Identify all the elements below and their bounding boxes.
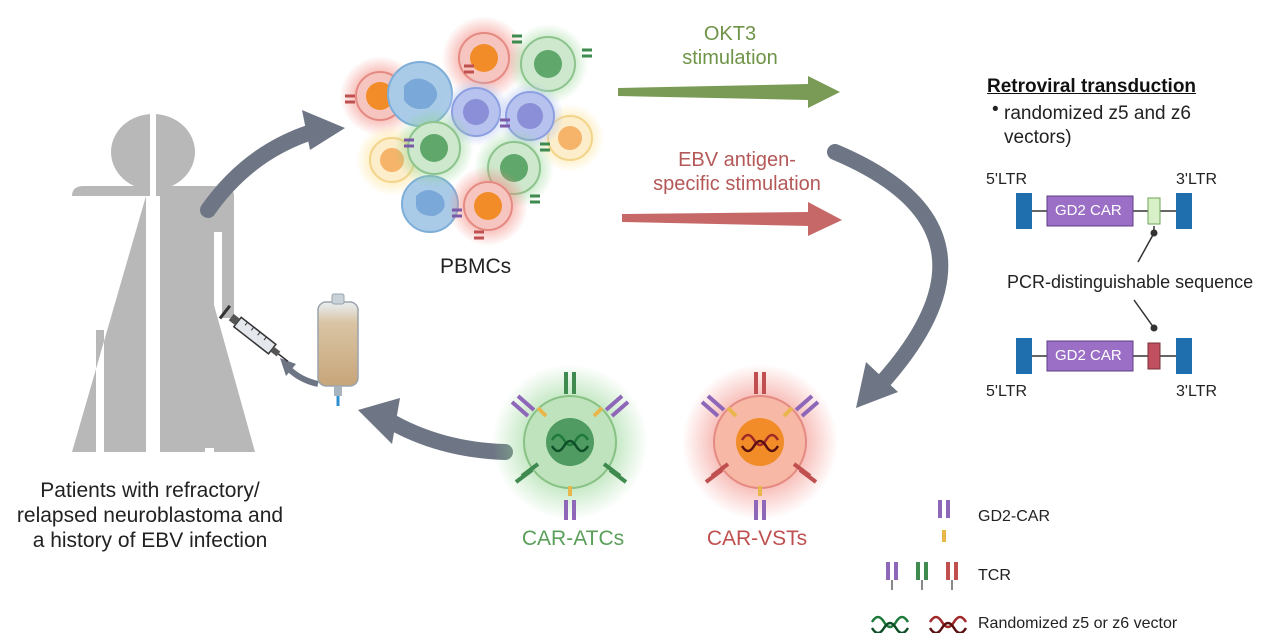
car-vst-label: CAR-VSTs [706,527,808,550]
gd2-car-box [1046,195,1134,227]
pcr-label: PCR-distinguishable sequence [1007,272,1254,292]
car-vst-cell [682,364,838,520]
okt3-label-line: stimulation [682,47,778,69]
arrow-stim-to-products [827,144,949,408]
transduction-bullet: • randomized z5 and z6 vectors) [992,99,1191,150]
car-atc-receptors [510,372,630,520]
dna-helix-icon [550,433,590,453]
bottom-gd2-car-label: GD2 CAR [1055,347,1122,364]
arrow-patient-to-pbmc [200,110,345,218]
construct-bottom [1016,299,1192,374]
dna-helix-icon [740,433,780,453]
ebv-label: EBV antigen- specific stimulation [622,148,852,196]
legend-tcr-icon [886,562,958,590]
legend-vector-icon [870,615,968,633]
ebv-label-line: specific stimulation [653,173,821,195]
pbmc-red-cell [448,166,528,246]
arrow-products-to-bag [358,398,513,460]
bottom-3ltr-label: 3'LTR [1176,383,1217,400]
ltr-5-box [1016,338,1032,374]
syringe-icon [218,304,289,362]
car-vst-receptors [700,372,820,520]
legend-tcr-label: TCR [978,567,1011,584]
bottom-5ltr-label: 5'LTR [986,383,1027,400]
pbmc-green-cell [394,108,474,188]
okt3-label-line: OKT3 [703,23,757,45]
bullet-text: randomized z5 and z6 [1004,103,1191,124]
ebv-arrow [622,202,842,236]
okt3-label: OKT3 stimulation [655,22,805,70]
ltr-3-box [1176,338,1192,374]
arrow-bag-to-syringe [280,358,319,387]
bullet-dot: • [992,99,999,120]
pcr-tag-red [1147,342,1161,370]
pbmc-red-cell [442,16,526,100]
top-3ltr-label: 3'LTR [1176,171,1217,188]
pbmc-receptors [345,34,592,240]
transduction-bullet-line: • randomized z5 and z6 [992,99,1191,126]
transduction-bullet-line: vectors) [1004,126,1072,148]
ltr-5-box [1016,193,1032,229]
legend-gd2-car-label: GD2-CAR [978,508,1051,525]
pcr-tag-light [1147,197,1161,225]
construct-top [1016,193,1192,263]
gd2-car-box [1046,340,1134,372]
top-5ltr-label: 5'LTR [986,171,1027,188]
patient-caption-line: relapsed neuroblastoma and [16,504,284,528]
patient-caption-line: a history of EBV infection [32,529,268,553]
legend-vector-label: Randomized z5 or z6 vector [978,615,1178,632]
car-atc-label: CAR-ATCs [521,527,625,550]
top-gd2-car-label: GD2 CAR [1055,202,1122,219]
patient-caption-line: Patients with refractory/ [40,479,260,502]
iv-bag-icon [317,293,359,406]
pbmc-label: PBMCs [440,255,512,278]
car-atc-cell [492,364,648,520]
legend-gd2-car-icon [938,500,950,542]
pbmc-cluster [340,16,604,246]
ebv-label-line: EBV antigen- [678,149,796,171]
person-silhouette-icon [72,108,255,458]
ltr-3-box [1176,193,1192,229]
patient-caption: Patients with refractory/ relapsed neuro… [0,478,300,554]
transduction-title: Retroviral transduction [987,76,1197,97]
okt3-arrow [618,76,840,108]
